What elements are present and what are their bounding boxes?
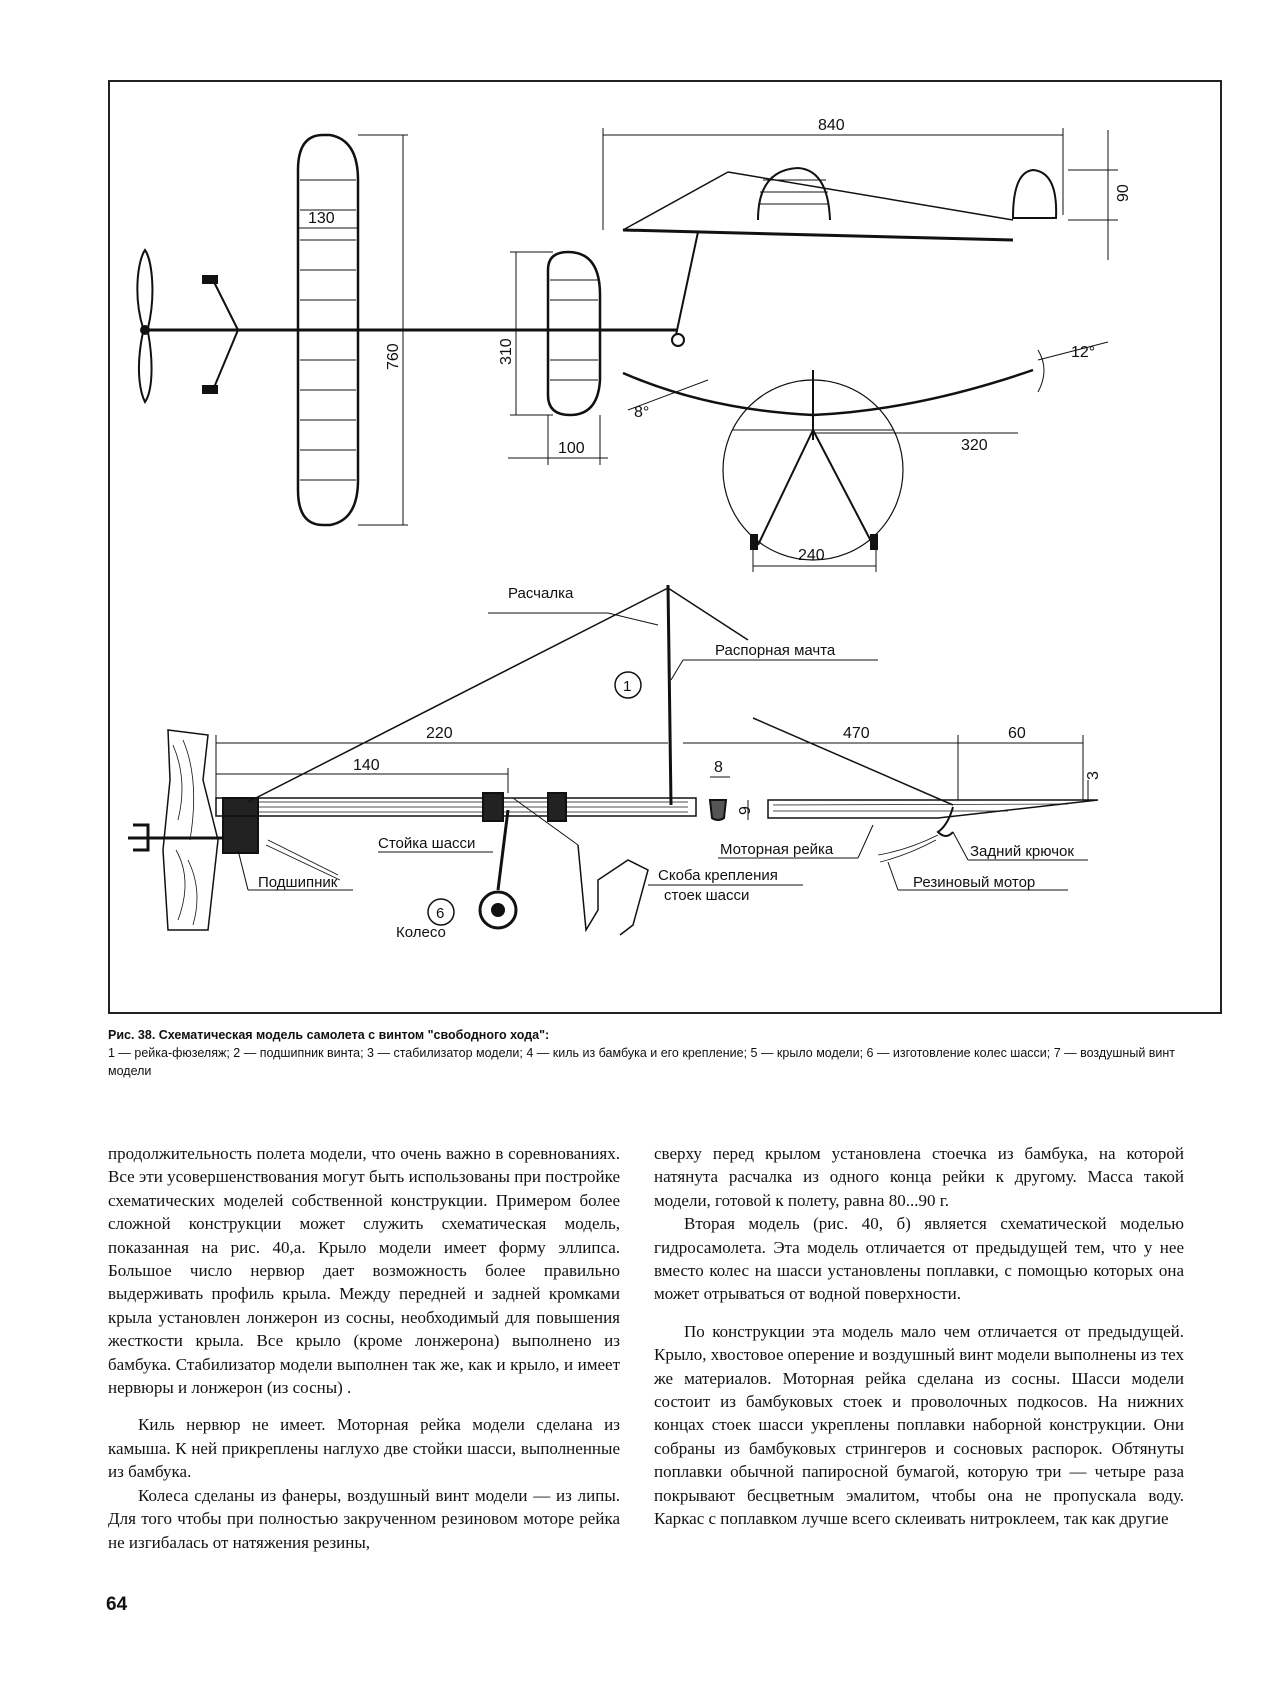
page-number: 64 [106, 1594, 128, 1615]
paragraph: По конструкции эта модель мало чем отлич… [654, 1321, 1184, 1529]
paragraph: сверху перед крылом установлена стоечка … [654, 1144, 1184, 1210]
paragraph: Киль нервюр не имеет. Моторная рейка мод… [108, 1415, 620, 1482]
label-raschalka: Расчалка [508, 585, 574, 602]
figure-frame [108, 80, 1222, 1014]
caption-text: 1 — рейка-фюзеляж; 2 — подшипник винта; … [108, 1046, 1176, 1078]
dim-220: 220 [426, 725, 453, 742]
label-circle-1: 1 [623, 678, 631, 695]
label-podshipnik: Подшипник [258, 874, 338, 891]
dim-320: 320 [961, 437, 988, 454]
side-view [602, 128, 1118, 347]
detail-view [128, 584, 1099, 936]
paragraph: продолжительность полета модели, что оче… [108, 1144, 620, 1398]
label-kryuchok: Задний крючок [970, 843, 1074, 860]
paragraph: Вторая модель (рис. 40, б) является схем… [654, 1214, 1184, 1304]
dim-9: 9 [737, 806, 754, 815]
part-labels: Расчалка Распорная мачта 1 Стойка шасси … [258, 585, 1074, 941]
dim-310: 310 [498, 338, 515, 365]
dim-470: 470 [843, 725, 870, 742]
dim-90: 90 [1115, 184, 1132, 202]
dim-130: 130 [308, 210, 335, 227]
caption-title: Рис. 38. Схематическая модель самолета с… [108, 1028, 550, 1042]
dim-840: 840 [818, 117, 845, 134]
dim-8: 8 [714, 759, 723, 776]
dim-100: 100 [558, 440, 585, 457]
label-skoba-2: стоек шасси [664, 887, 749, 904]
dim-12deg: 12° [1071, 344, 1095, 361]
dim-3: 3 [1085, 771, 1102, 780]
label-mast: Распорная мачта [715, 642, 836, 659]
label-koleso: Колесо [396, 924, 446, 941]
front-view [622, 341, 1109, 572]
label-circle-6: 6 [436, 905, 444, 922]
paragraph: Колеса сделаны из фанеры, воздушный винт… [108, 1485, 620, 1552]
dim-60: 60 [1008, 725, 1026, 742]
dim-760: 760 [385, 343, 402, 370]
dim-140: 140 [353, 757, 380, 774]
label-rezina: Резиновый мотор [913, 874, 1035, 891]
right-column: сверху перед крылом установлена стоечка … [654, 1142, 1184, 1531]
dim-8deg: 8° [634, 404, 649, 421]
label-motor-reika: Моторная рейка [720, 841, 834, 858]
figure-caption: Рис. 38. Схематическая модель самолета с… [108, 1026, 1218, 1080]
label-skoba-1: Скоба крепления [658, 867, 778, 884]
label-stoika: Стойка шасси [378, 835, 475, 852]
top-view [136, 133, 678, 527]
dim-240: 240 [798, 547, 825, 564]
technical-drawing: 840 90 130 760 310 100 12° 8° 320 240 22… [128, 117, 1132, 941]
left-column: продолжительность полета модели, что оче… [108, 1142, 620, 1554]
dimension-labels: 840 90 130 760 310 100 12° 8° 320 240 22… [308, 117, 1132, 815]
